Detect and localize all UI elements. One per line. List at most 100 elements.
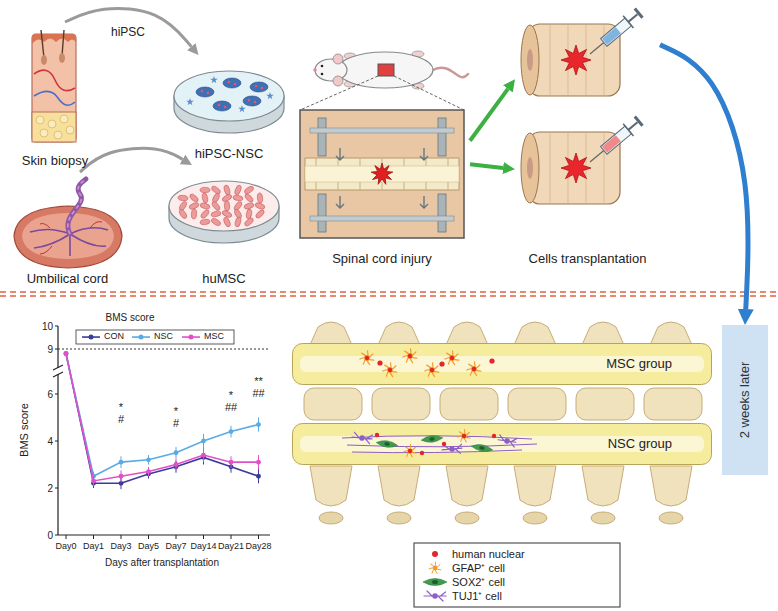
gfap-body bbox=[429, 367, 435, 373]
sox2-cell bbox=[423, 579, 447, 586]
x-tick bbox=[258, 535, 259, 539]
y-tick bbox=[55, 441, 58, 442]
syringe-thumb bbox=[634, 116, 644, 127]
legend-text: MSC bbox=[204, 332, 224, 342]
legend-icon bbox=[422, 575, 448, 589]
gfap-body bbox=[433, 566, 438, 571]
tuj1-cell bbox=[424, 591, 446, 601]
data-point bbox=[174, 450, 179, 455]
axis-tick: Day21 bbox=[218, 542, 244, 552]
cell-colony bbox=[223, 78, 241, 88]
retractor-hook bbox=[420, 196, 428, 208]
sox2-body bbox=[421, 435, 443, 444]
gfap-cell bbox=[429, 562, 441, 574]
figure-box: Umbilical cord bbox=[5, 172, 130, 290]
grey-matter bbox=[527, 157, 533, 179]
figure-box: Skin biopsy bbox=[5, 22, 105, 172]
data-point bbox=[119, 460, 124, 465]
data-series bbox=[64, 351, 261, 481]
mesenchymal-cell bbox=[191, 209, 197, 219]
legend-item: NSC bbox=[132, 332, 173, 342]
blood-vessel bbox=[34, 70, 75, 91]
gfap-cell bbox=[445, 351, 459, 365]
spinal-cord-segment bbox=[521, 6, 645, 96]
gfap-cell bbox=[458, 430, 470, 442]
y-tick bbox=[55, 488, 58, 489]
vertebra-process bbox=[650, 466, 692, 506]
skin-dermis bbox=[32, 34, 76, 142]
axis-tick: Day1 bbox=[83, 542, 104, 552]
mesenchymal-cell bbox=[246, 209, 253, 220]
significance-mark: ## bbox=[225, 401, 237, 413]
tuj1-cell bbox=[352, 432, 373, 444]
vertebra-foot bbox=[319, 512, 343, 524]
mesenchymal-cell bbox=[255, 209, 266, 220]
incision-window bbox=[378, 64, 394, 76]
bms-chart bbox=[53, 326, 270, 539]
legend-icon bbox=[422, 561, 448, 575]
gfap-cell bbox=[383, 363, 397, 377]
data-line bbox=[66, 354, 259, 484]
y-tick bbox=[55, 394, 58, 395]
axis-break bbox=[53, 365, 63, 370]
rat-nose bbox=[313, 68, 317, 72]
legend-item: TUJ1⁺ cell bbox=[422, 589, 502, 603]
axis-tick: Day5 bbox=[138, 542, 159, 552]
syringe-plunger bbox=[628, 14, 637, 22]
mesenchymal-cell bbox=[254, 202, 265, 210]
tuj1-neurite bbox=[497, 435, 517, 447]
vertebral-body bbox=[440, 388, 498, 420]
rat-tail bbox=[433, 68, 468, 78]
vertebra-process bbox=[446, 466, 488, 506]
data-point bbox=[201, 453, 206, 458]
rat-eye bbox=[321, 65, 324, 68]
retractor-bar bbox=[310, 128, 454, 133]
mesenchymal-cell bbox=[178, 195, 188, 201]
zoom-line bbox=[300, 76, 464, 110]
axis-tick: Day0 bbox=[55, 542, 76, 552]
retractor-hook bbox=[336, 148, 344, 160]
section-divider bbox=[0, 295, 778, 296]
tuj1-neurite bbox=[424, 591, 446, 601]
spinal-cord bbox=[293, 424, 712, 465]
cord-vessel bbox=[68, 179, 86, 234]
significance-mark: * bbox=[119, 401, 123, 413]
vertebral-body bbox=[644, 388, 702, 420]
mesenchymal-cell bbox=[257, 193, 263, 203]
cord-end bbox=[521, 133, 539, 203]
legend-swatch bbox=[182, 333, 200, 341]
significance-mark: # bbox=[118, 413, 124, 425]
time-label: 2 weeks later bbox=[738, 362, 753, 439]
dish-top bbox=[169, 181, 279, 231]
spinal-cord-band: NSC group bbox=[292, 423, 712, 465]
human-nucleus bbox=[420, 451, 424, 455]
vertebral-body bbox=[304, 388, 362, 420]
syringe-liquid bbox=[602, 27, 621, 45]
figure-box: Cells transplantation bbox=[515, 5, 660, 270]
rat-figure bbox=[300, 51, 468, 238]
sox2-body bbox=[471, 443, 493, 453]
fat-cell bbox=[54, 131, 62, 139]
sox2-nucleus bbox=[429, 437, 435, 441]
figure-caption: hiPSC-NSC bbox=[195, 147, 264, 162]
sox2-cell bbox=[471, 443, 493, 453]
data-point bbox=[64, 351, 69, 356]
colony-dot bbox=[228, 81, 231, 84]
human-nucleus bbox=[365, 356, 369, 360]
axis-tick: Day3 bbox=[110, 542, 131, 552]
spinal-cord bbox=[293, 344, 712, 385]
figure-box: hiPSC-NSC bbox=[168, 55, 290, 165]
vertebra-process bbox=[514, 322, 556, 345]
human-nucleus bbox=[472, 367, 476, 371]
rat-eye bbox=[321, 73, 324, 76]
x-tick bbox=[66, 535, 67, 539]
significance-mark: * bbox=[174, 405, 178, 417]
fat-cell bbox=[60, 115, 68, 123]
hair-follicle bbox=[59, 53, 65, 63]
mesenchymal-cell bbox=[244, 193, 255, 204]
colony-dot bbox=[248, 99, 251, 102]
syringe-needle bbox=[590, 150, 604, 162]
vertebra-process bbox=[310, 322, 352, 345]
mesenchymal-cell bbox=[223, 216, 232, 227]
swatch-dot bbox=[189, 334, 194, 339]
